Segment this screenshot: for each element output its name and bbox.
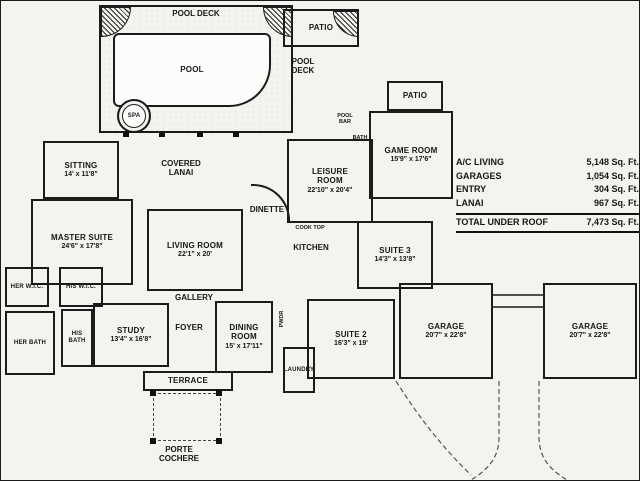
room-pool: POOL — [113, 33, 271, 107]
room-game-room: GAME ROOM 15'9" x 17'6" — [369, 111, 453, 199]
area-value: 1,054 Sq. Ft. — [586, 170, 639, 181]
area-label: TOTAL UNDER ROOF — [456, 217, 548, 227]
driveway-curve — [395, 380, 472, 476]
room-label: TERRACE — [167, 376, 209, 386]
pool-deck-label: POOL DECK — [172, 9, 220, 18]
porte-cochere-outline — [153, 393, 221, 441]
room-dims: 14'3" x 13'8" — [374, 256, 416, 264]
room-suite-2: SUITE 2 16'3" x 19' — [307, 299, 395, 379]
room-patio-top: PATIO — [283, 9, 359, 47]
area-summary-table: A/C LIVING 5,148 Sq. Ft. GARAGES 1,054 S… — [456, 156, 639, 233]
room-label: SUITE 2 — [335, 329, 367, 339]
curved-wall — [250, 183, 291, 224]
room-label: GARAGE — [427, 321, 465, 331]
room-label: STUDY — [116, 325, 146, 335]
foyer-label: FOYER — [175, 323, 203, 332]
column-marker — [216, 390, 222, 396]
room-label: HIS BATH — [68, 331, 86, 344]
room-label: LAUNDRY — [283, 366, 315, 373]
column-marker — [159, 131, 165, 137]
column-marker — [216, 438, 222, 444]
room-label: LIVING ROOM — [167, 240, 223, 250]
porte-cochere-label: PORTE COCHERE — [158, 445, 199, 464]
area-value: 7,473 Sq. Ft. — [586, 217, 639, 227]
room-living-room: LIVING ROOM 22'1" x 20' — [147, 209, 243, 291]
room-dims: 15'9" x 17'6" — [390, 156, 432, 164]
column-marker — [123, 131, 129, 137]
room-study: STUDY 13'4" x 16'8" — [93, 303, 169, 367]
pwdr-label: PWDR — [278, 310, 285, 328]
area-label: A/C LIVING — [456, 157, 505, 167]
room-dims: 22'1" x 20' — [178, 251, 212, 259]
table-row-total: TOTAL UNDER ROOF 7,473 Sq. Ft. — [456, 213, 639, 233]
table-row: GARAGES 1,054 Sq. Ft. — [456, 170, 639, 184]
pool-bath-label: BATH — [352, 135, 368, 141]
room-dims: 14' x 11'8" — [64, 171, 98, 179]
room-patio-right: PATIO — [387, 81, 443, 111]
dinette-label: DINETTE — [249, 205, 285, 214]
room-label: SUITE 3 — [379, 245, 411, 255]
area-value: 5,148 Sq. Ft. — [586, 157, 639, 167]
room-garage-2: GARAGE 20'7" x 22'8" — [543, 283, 637, 379]
room-leisure: LEISURE ROOM 22'10" x 20'4" — [287, 139, 373, 223]
room-dims: 22'10" x 20'4" — [307, 186, 353, 194]
room-label: MASTER SUITE — [51, 232, 113, 242]
room-label: SPA — [127, 112, 141, 119]
driveway-edge-right — [538, 381, 568, 480]
room-dims: 24'6" x 17'8" — [61, 243, 103, 251]
room-label: GARAGE — [571, 321, 609, 331]
cook-top-label: COOK TOP — [295, 225, 325, 231]
room-his-bath: HIS BATH — [61, 309, 93, 367]
table-row: A/C LIVING 5,148 Sq. Ft. — [456, 156, 639, 170]
room-label: PATIO — [402, 91, 428, 101]
room-label: SITTING — [64, 160, 98, 170]
room-label: LEISURE ROOM — [311, 167, 349, 186]
garage-breezeway — [493, 294, 543, 308]
room-her-wic: HER W.I.C. — [5, 267, 49, 307]
room-label: GAME ROOM — [384, 145, 438, 155]
room-garage-1: GARAGE 20'7" x 22'8" — [399, 283, 493, 379]
covered-lanai-label: COVERED LANAI — [161, 159, 201, 178]
room-dims: 13'4" x 16'8" — [110, 336, 152, 344]
room-sitting: SITTING 14' x 11'8" — [43, 141, 119, 199]
room-label: HIS W.I.C. — [65, 283, 96, 290]
room-dims: 16'3" x 19' — [334, 340, 368, 348]
room-label: DINING ROOM — [229, 323, 259, 342]
room-his-wic: HIS W.I.C. — [59, 267, 103, 307]
room-master-suite: MASTER SUITE 24'6" x 17'8" — [31, 199, 133, 285]
room-dining-room: DINING ROOM 15' x 17'11" — [215, 301, 273, 373]
area-value: 304 Sq. Ft. — [593, 184, 639, 194]
table-row: LANAI 967 Sq. Ft. — [456, 197, 639, 211]
room-label: PATIO — [308, 23, 334, 33]
table-row: ENTRY 304 Sq. Ft. — [456, 183, 639, 197]
driveway-edge-left — [470, 381, 500, 480]
room-label: POOL — [180, 65, 204, 75]
area-label: ENTRY — [456, 184, 487, 194]
area-label: GARAGES — [456, 170, 502, 181]
room-label: HER BATH — [13, 339, 47, 346]
room-label: HER W.I.C. — [10, 283, 44, 290]
room-spa: SPA — [117, 99, 151, 133]
pool-deck-side-label: POOL DECK — [291, 57, 315, 76]
column-marker — [150, 438, 156, 444]
column-marker — [233, 131, 239, 137]
kitchen-label: KITCHEN — [293, 243, 329, 252]
gallery-label: GALLERY — [175, 293, 213, 302]
pool-bar-label: POOL BAR — [337, 113, 353, 126]
room-dims: 20'7" x 22'8" — [569, 332, 611, 340]
room-her-bath: HER BATH — [5, 311, 55, 375]
area-label: LANAI — [456, 197, 484, 208]
room-terrace: TERRACE — [143, 371, 233, 391]
area-value: 967 Sq. Ft. — [593, 197, 639, 208]
column-marker — [197, 131, 203, 137]
room-dims: 20'7" x 22'8" — [425, 332, 467, 340]
room-dims: 15' x 17'11" — [225, 342, 263, 350]
room-suite-3: SUITE 3 14'3" x 13'8" — [357, 221, 433, 289]
column-marker — [150, 390, 156, 396]
room-laundry: LAUNDRY — [283, 347, 315, 393]
